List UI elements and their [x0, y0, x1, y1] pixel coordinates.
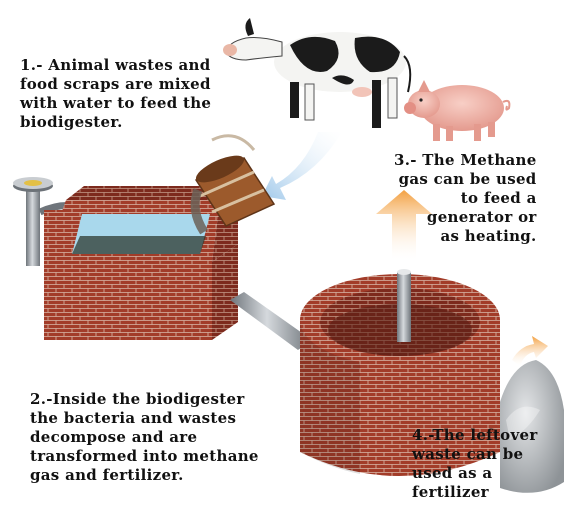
- connecting-pipe-icon: [230, 292, 312, 350]
- fertilizer-pile-icon: [500, 360, 564, 493]
- gas-pipe-icon: [397, 269, 411, 342]
- cow-icon: [223, 18, 412, 128]
- digester-icon: [300, 274, 500, 476]
- step-3-caption: 3.- The Methane gas can be used to feed …: [394, 151, 537, 245]
- flow-arrow-icon: [262, 132, 342, 200]
- step-4-caption: 4.-The leftover waste can be used as a f…: [412, 426, 538, 501]
- methane-arrow-icon: [376, 190, 432, 260]
- step-1-caption: 1.- Animal wastes and food scraps are mi…: [20, 56, 212, 131]
- pig-icon: [404, 80, 511, 141]
- fertilizer-arrow-icon: [512, 336, 548, 366]
- bucket-icon: [190, 134, 276, 235]
- inlet-tank-icon: [44, 186, 238, 340]
- step-2-caption: 2.-Inside the biodigester the bacteria a…: [30, 390, 259, 484]
